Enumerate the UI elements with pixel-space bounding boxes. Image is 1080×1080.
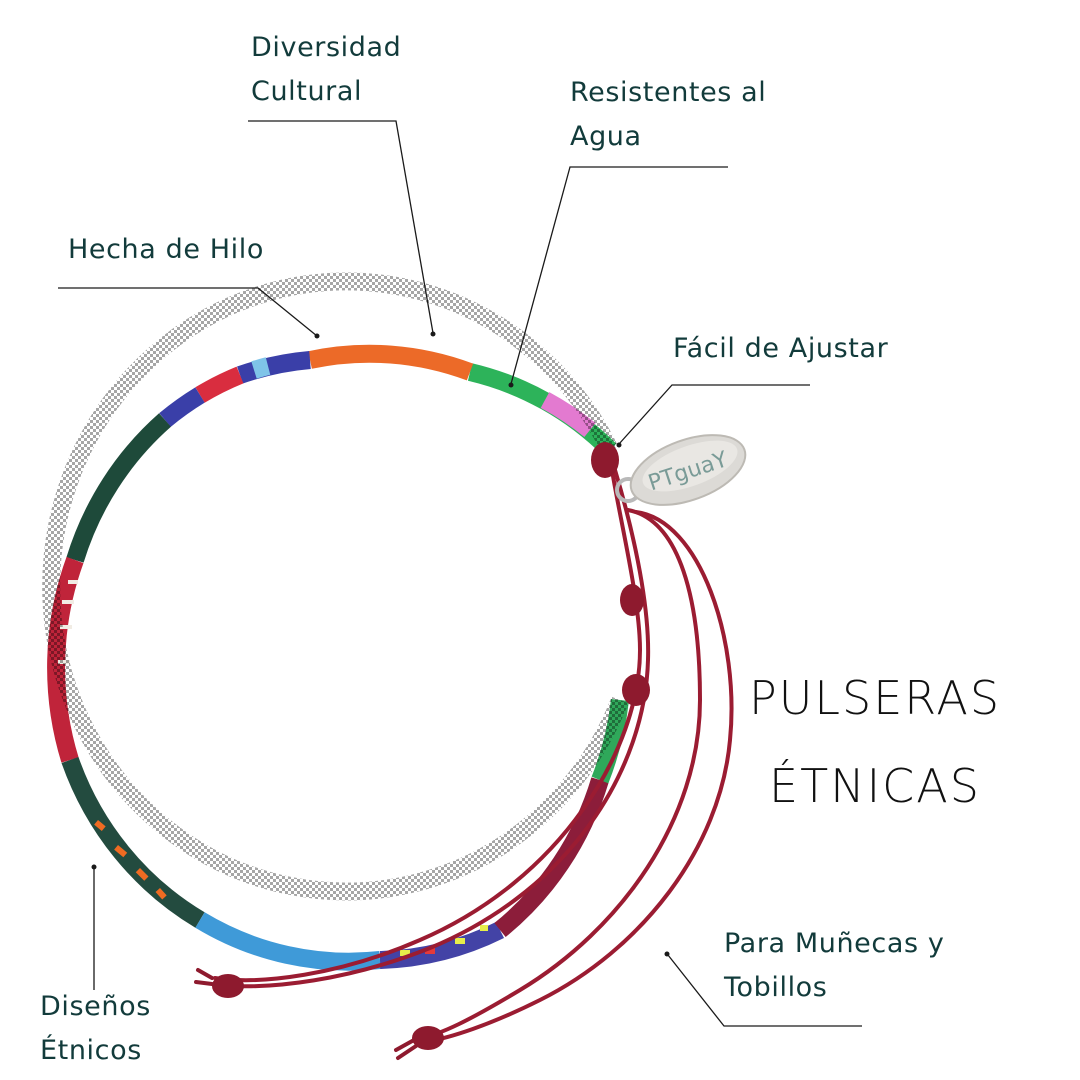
- leader-munecas: [667, 954, 862, 1027]
- feature-label-ajustar: Fácil de Ajustar: [673, 327, 888, 371]
- feature-label-line: Diversidad: [251, 32, 402, 63]
- leader-hilo: [58, 287, 318, 337]
- leader-diversidad: [248, 120, 434, 334]
- bracelet-band: [42, 272, 629, 971]
- feature-label-line: Diseños: [40, 991, 151, 1022]
- feature-label-line: Hecha de Hilo: [68, 234, 264, 265]
- leader-resistentes: [510, 166, 728, 385]
- feature-label-resistentes: Resistentes al Agua: [570, 71, 766, 159]
- feature-label-line: Para Muñecas y: [724, 928, 945, 959]
- page-title: PULSERAS ÉTNICAS: [745, 654, 1005, 830]
- title-line-2: ÉTNICAS: [769, 759, 981, 813]
- feature-label-diversidad: Diversidad Cultural: [251, 26, 401, 114]
- feature-label-munecas: Para Muñecas y Tobillos: [724, 922, 944, 1010]
- brand-tag: PTguaY: [615, 434, 747, 506]
- title-line-1: PULSERAS: [748, 671, 1002, 725]
- leader-lines: [58, 120, 862, 1027]
- cord-knots: [212, 442, 650, 1050]
- feature-label-disenos: Diseños Étnicos: [40, 985, 151, 1073]
- leader-ajustar: [618, 384, 810, 445]
- feature-label-line: Tobillos: [724, 972, 828, 1003]
- feature-label-line: Cultural: [251, 76, 363, 107]
- adjustable-cords: [213, 468, 734, 1044]
- leader-dots: [91, 331, 670, 957]
- feature-label-line: Étnicos: [40, 1035, 142, 1066]
- feature-label-line: Resistentes al: [570, 77, 767, 108]
- feature-label-line: Fácil de Ajustar: [673, 333, 889, 364]
- feature-label-line: Agua: [570, 121, 642, 152]
- feature-label-hilo: Hecha de Hilo: [68, 228, 264, 272]
